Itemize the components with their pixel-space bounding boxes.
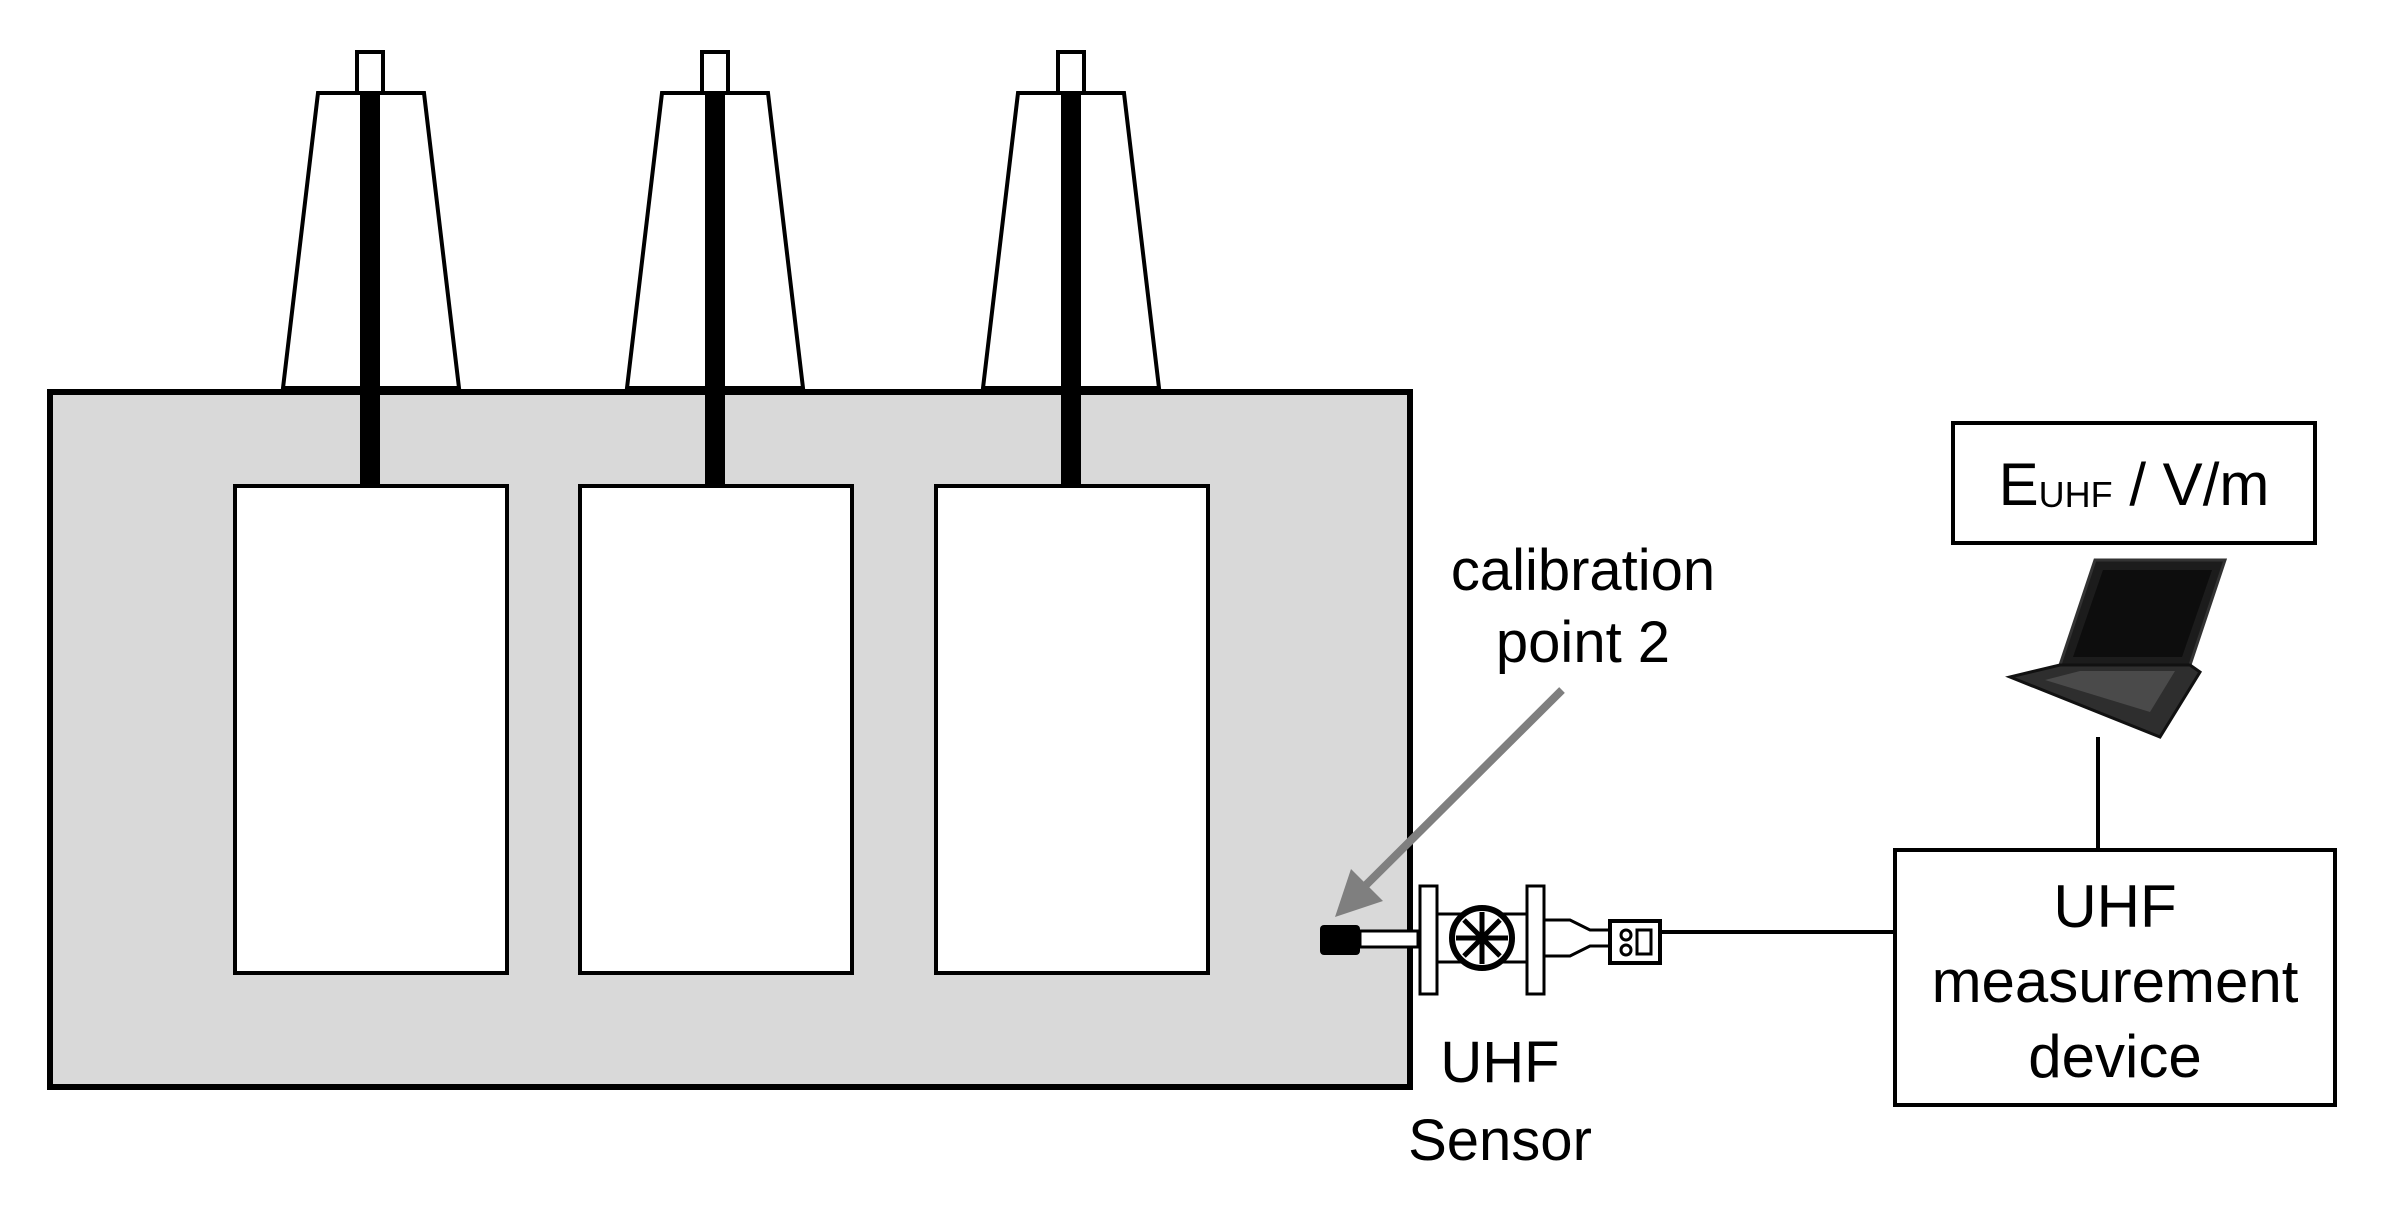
calibration-arrow <box>1360 687 1565 891</box>
bushing-terminal <box>700 50 730 95</box>
calibration-arrowhead <box>1335 869 1383 917</box>
sensor-label-line2: Sensor <box>1408 1108 1592 1173</box>
bushing-3 <box>980 50 1162 488</box>
uhf-measurement-device <box>1893 848 2337 1107</box>
valve-spoke <box>1462 918 1502 958</box>
field-strength-display <box>1951 421 2317 545</box>
device-label-line2: measurement <box>1932 948 2299 1015</box>
bushing-terminal <box>355 50 385 95</box>
bushing-1 <box>280 50 462 488</box>
sensor-probe-tip <box>1320 925 1360 955</box>
uhf-sensor <box>1320 884 1662 996</box>
bushing-conductor <box>705 93 725 488</box>
sensor-flange-right <box>1525 884 1546 996</box>
laptop-icon <box>2005 558 2228 739</box>
device-label-line1: UHF <box>2053 873 2176 940</box>
sensor-taper <box>1542 918 1612 958</box>
connector-latch <box>1635 928 1653 956</box>
laptop-keyboard <box>2045 671 2175 712</box>
laptop-screen <box>2073 570 2212 657</box>
bushing-terminal <box>1056 50 1086 95</box>
bushing-2 <box>624 50 806 488</box>
bushing-conductor <box>360 93 380 488</box>
device-label-line3: device <box>2028 1023 2201 1090</box>
calibration-label-line1: calibration <box>1451 538 1715 603</box>
connector-pin <box>1619 928 1633 942</box>
sensor-shaft <box>1358 929 1420 949</box>
field-strength-symbol: E <box>1999 451 2039 518</box>
winding-1 <box>233 484 509 975</box>
sensor-label-line1: UHF <box>1440 1030 1559 1095</box>
connector-pin <box>1619 943 1633 957</box>
bushing-conductor <box>1061 93 1081 488</box>
field-strength-subscript: UHF <box>2039 474 2113 515</box>
winding-2 <box>578 484 854 975</box>
field-strength-label: EUHF / V/m <box>1999 451 2270 518</box>
winding-3 <box>934 484 1210 975</box>
sensor-flange-left <box>1418 884 1439 996</box>
calibration-label-line2: point 2 <box>1496 610 1670 675</box>
field-strength-unit: / V/m <box>2113 451 2270 518</box>
